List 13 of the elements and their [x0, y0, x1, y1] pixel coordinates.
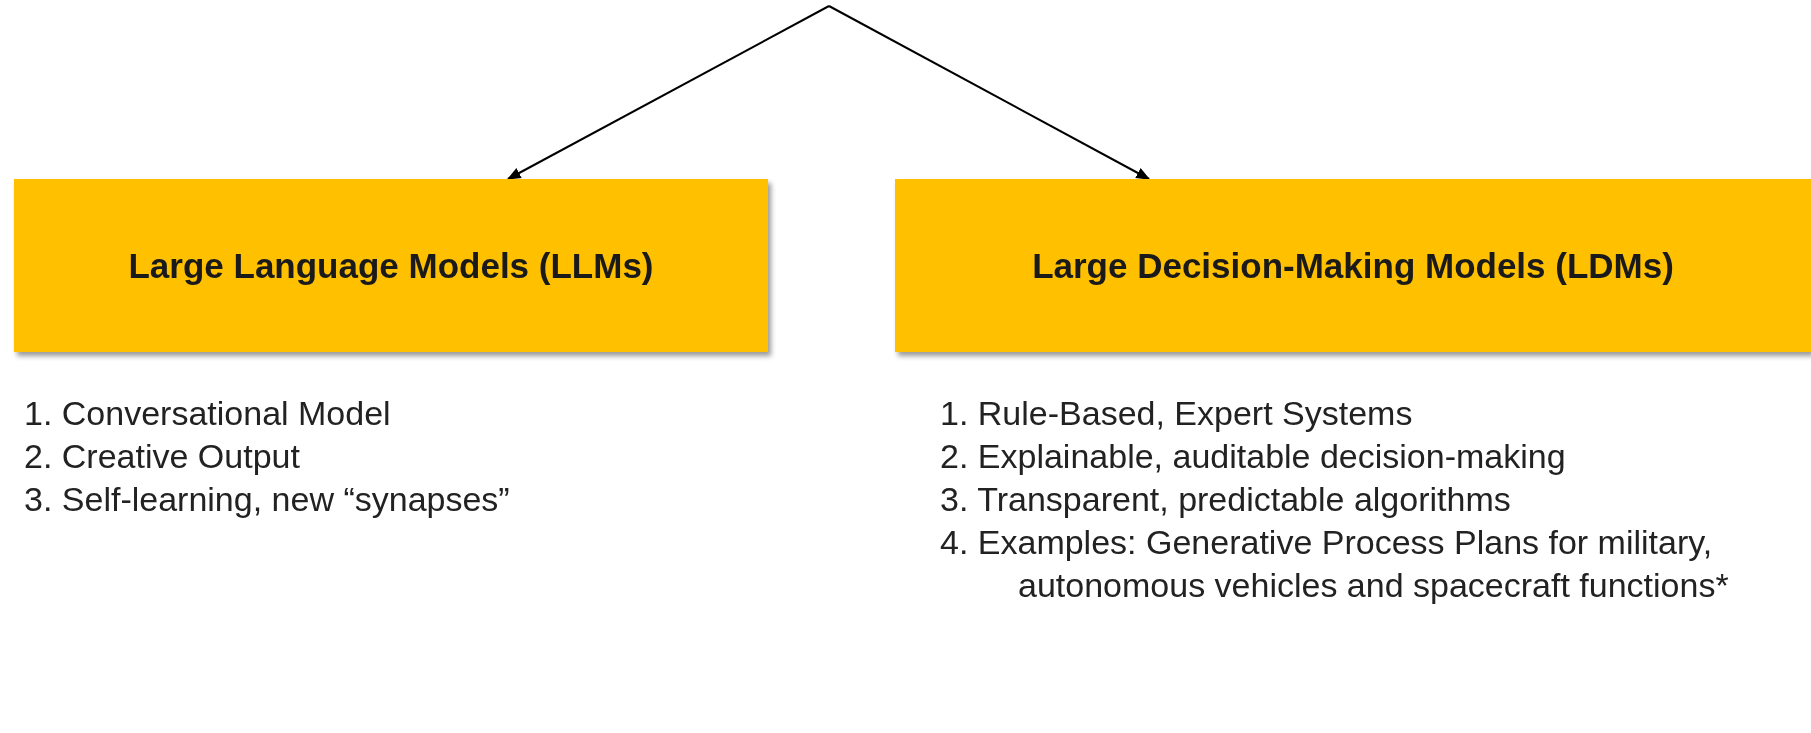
- list-item: 1. Rule-Based, Expert Systems: [940, 393, 1414, 434]
- box-title: Large Decision-Making Models (LDMs): [1031, 244, 1675, 287]
- list-item: 2. Explainable, auditable decision-making: [940, 436, 1567, 477]
- arrow: [828, 5, 1151, 180]
- list-item: 4. Examples: Generative Process Plans for military, autonomous vehicles and spacecraft functions*: [940, 522, 1730, 606]
- list-item: 2. Creative Output: [24, 436, 301, 477]
- category-box: [14, 179, 768, 352]
- list-item: 1. Conversational Model: [24, 393, 392, 434]
- list-item: 3. Transparent, predictable algorithms: [940, 479, 1512, 520]
- list-item: 3. Self-learning, new “synapses”: [24, 479, 511, 520]
- box-title: Large Language Models (LLMs): [127, 244, 655, 287]
- arrow: [506, 5, 830, 180]
- category-box: [895, 179, 1811, 352]
